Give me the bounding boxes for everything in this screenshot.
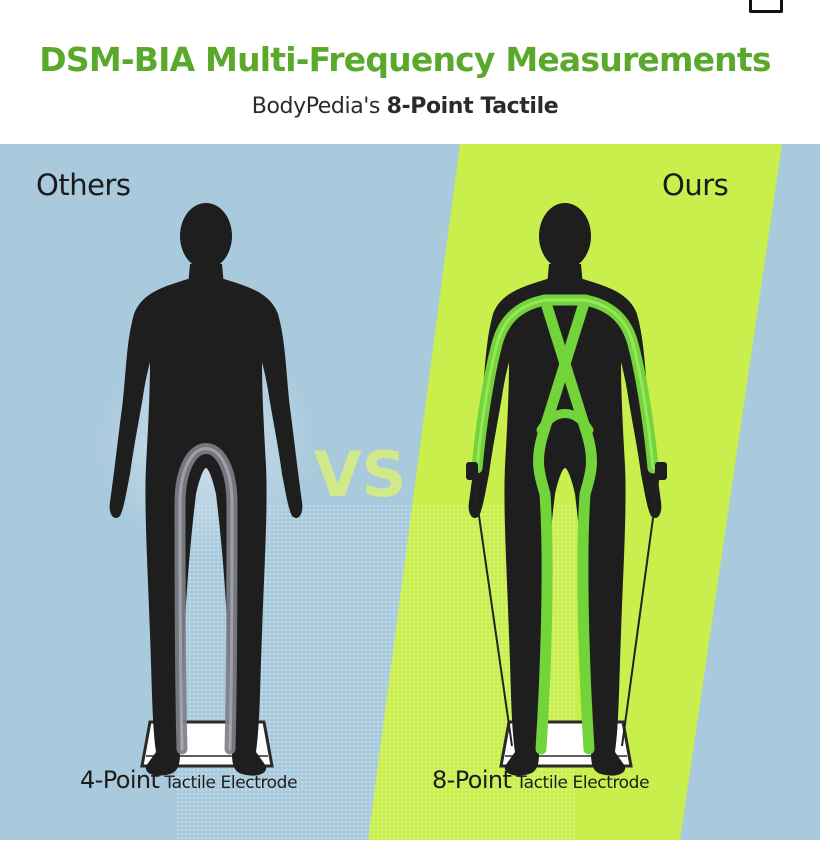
page-subtitle: BodyPedia's 8-Point Tactile bbox=[0, 94, 810, 119]
subtitle-highlight: 8-Point Tactile bbox=[386, 94, 559, 119]
caption-8-point-main: 8-Point bbox=[432, 766, 512, 794]
current-path-4-point bbox=[174, 443, 238, 755]
vs-label: VS bbox=[314, 438, 407, 511]
hand-electrodes bbox=[466, 462, 667, 480]
current-path-8-point bbox=[471, 294, 659, 755]
ours-label: Ours bbox=[662, 168, 729, 202]
hand-electrode-cables bbox=[472, 473, 660, 747]
infographic: DSM-BIA Multi-Frequency Measurements Bod… bbox=[0, 16, 820, 840]
subtitle-brand: BodyPedia's bbox=[251, 94, 381, 119]
caption-4-point-sub: Tactile Electrode bbox=[164, 773, 298, 793]
caption-8-point-sub: Tactile Electrode bbox=[516, 773, 650, 793]
caption-4-point: 4-Point Tactile Electrode bbox=[80, 766, 298, 794]
window-corner-box bbox=[749, 0, 783, 13]
page-title: DSM-BIA Multi-Frequency Measurements bbox=[39, 40, 771, 79]
caption-8-point: 8-Point Tactile Electrode bbox=[432, 766, 650, 794]
comparison-illustration: VS bbox=[0, 144, 820, 840]
caption-4-point-main: 4-Point bbox=[80, 766, 160, 794]
comparison-panel: VS Others Ours 4-Point Tactile Electrode… bbox=[0, 144, 820, 840]
others-label: Others bbox=[36, 168, 131, 202]
